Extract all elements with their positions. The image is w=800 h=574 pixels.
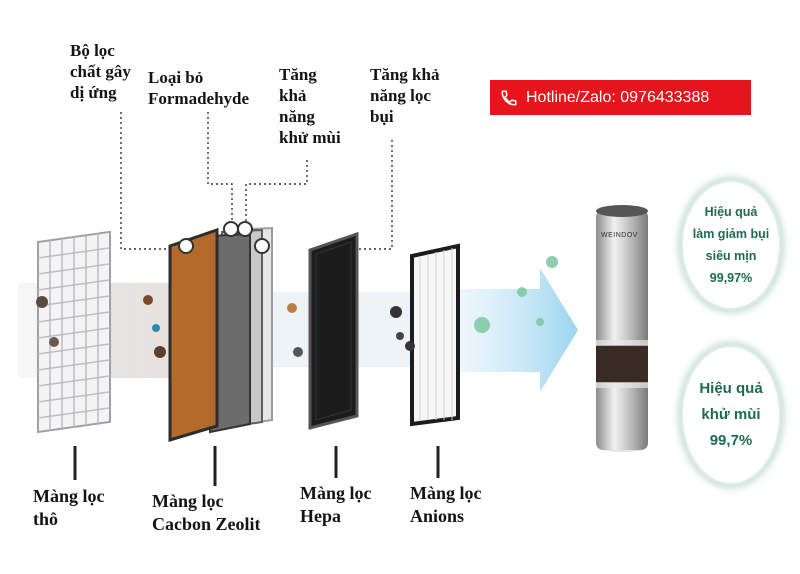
carbon-zeolite-filter xyxy=(168,221,273,443)
top-label-formaldehyde: Loại bỏ Formadehyde xyxy=(148,68,250,108)
hotline-banner[interactable]: Hotline/Zalo: 0976433388 xyxy=(490,80,751,115)
air-purifier-product xyxy=(596,205,648,452)
dust-particles xyxy=(36,256,558,358)
hotline-text: Hotline/Zalo: 0976433388 xyxy=(526,88,710,106)
badge-fine-dust-text: Hiệu quả làm giảm bụi siêu mịn 99,97% xyxy=(692,205,770,285)
badge-deodorize-text: Hiệu quả khử mùi 99,7% xyxy=(699,380,763,449)
bottom-pointer-lines xyxy=(73,446,440,486)
product-brand: WEINDOV xyxy=(601,232,638,239)
hepa-filter xyxy=(308,231,359,430)
badge-fine-dust-efficiency: Hiệu quả làm giảm bụi siêu mịn 99,97% xyxy=(681,180,781,310)
top-label-allergen-filter: Bộ lọc chất gây dị ứng xyxy=(70,41,131,102)
anions-filter xyxy=(410,243,460,427)
label-coarse-filter: Màng lọc thô xyxy=(33,486,105,529)
leader-lines xyxy=(120,112,393,250)
badge-deodorize-efficiency: Hiệu quả khử mùi 99,7% xyxy=(681,345,781,485)
label-carbon-zeolite-filter: Màng lọc Cacbon Zeolit xyxy=(152,491,261,534)
phone-icon xyxy=(501,90,517,106)
top-label-deodorize: Tăng khả năng khử mùi xyxy=(279,65,341,147)
coarse-filter xyxy=(37,230,111,434)
top-label-dust: Tăng khả năng lọc bụi xyxy=(370,65,440,126)
label-anions-filter: Màng lọc Anions xyxy=(410,483,482,526)
label-hepa-filter: Màng lọc Hepa xyxy=(300,483,372,526)
